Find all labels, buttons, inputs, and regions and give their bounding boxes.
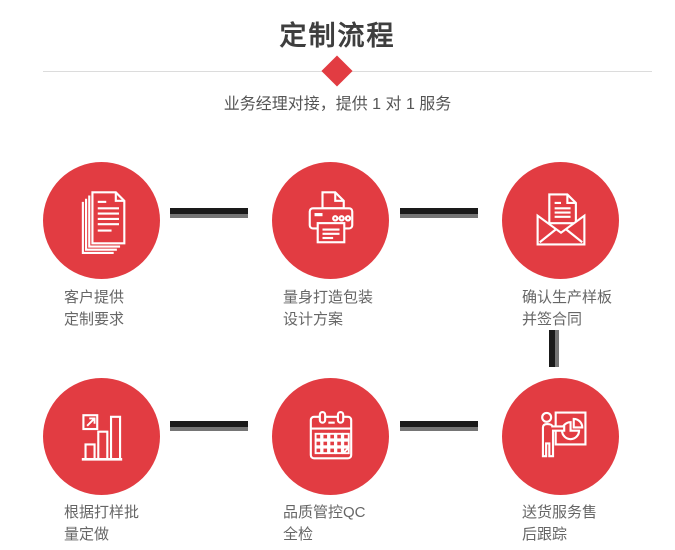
step-circle [272,378,389,495]
step-circle [272,162,389,279]
step-label: 根据打样批 量定做 [64,504,140,543]
step-3-sample-contract: 确认生产样板 并签合同 [502,162,632,331]
step-4-batch-production: 根据打样批 量定做 [43,378,173,546]
presentation-icon [540,411,586,457]
calendar-icon [309,410,352,459]
step-circle [502,162,619,279]
documents-icon [81,190,125,254]
step-circle [43,378,160,495]
subtitle: 业务经理对接，提供 1 对 1 服务 [223,96,452,113]
step-label: 客户提供 定制要求 [64,289,125,328]
bar-chart-icon [81,413,122,461]
step-label: 送货服务售 后跟踪 [522,504,598,543]
step-circle [43,162,160,279]
step-label: 品质管控QC 全检 [283,504,366,543]
envelope-icon [536,192,585,245]
page-title: 定制流程 [279,21,396,51]
printer-icon [308,190,353,243]
connector-horizontal-3 [170,421,248,431]
step-label: 量身打造包装 设计方案 [283,289,374,328]
connector-vertical [549,330,559,367]
connector-horizontal-4 [400,421,478,431]
step-circle [502,378,619,495]
step-2-packaging-design: 量身打造包装 设计方案 [272,162,402,331]
step-label: 确认生产样板 并签合同 [522,289,613,328]
connector-horizontal-1 [170,208,248,218]
diamond-icon [321,55,353,87]
step-5-quality-control: 品质管控QC 全检 [272,378,402,546]
connector-horizontal-2 [400,208,478,218]
step-6-delivery-aftersales: 送货服务售 后跟踪 [502,378,632,546]
step-1-customer-requirements: 客户提供 定制要求 [43,162,173,331]
